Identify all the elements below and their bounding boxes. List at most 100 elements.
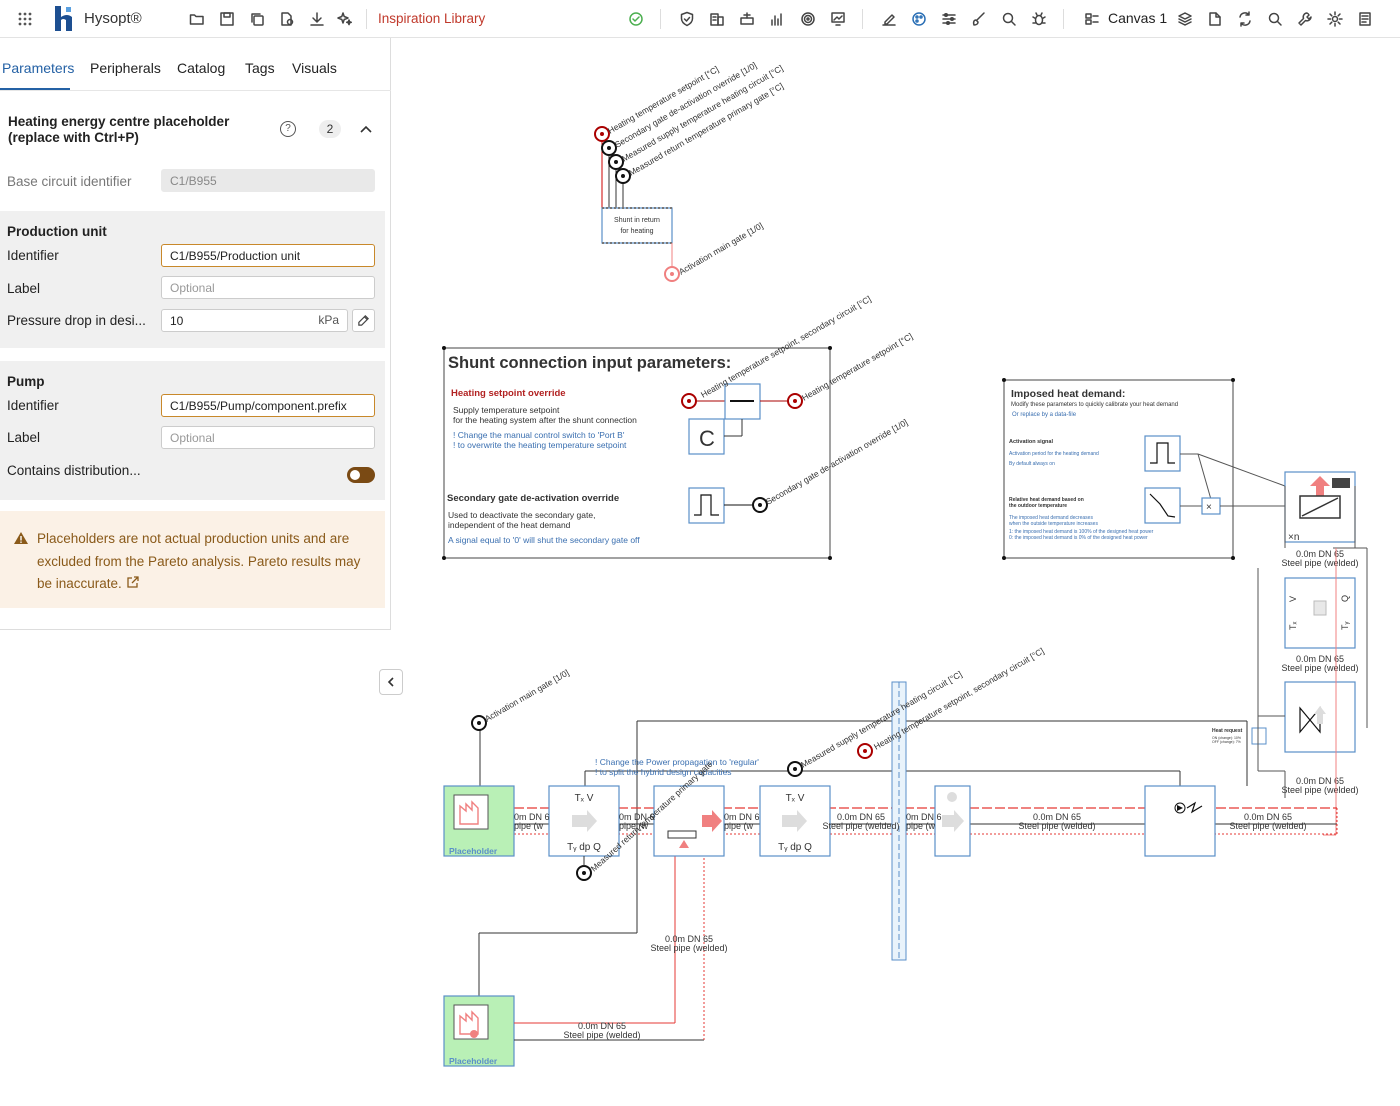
tab-peripherals[interactable]: Peripherals: [90, 60, 161, 76]
imposed-heat-demand-box[interactable]: Imposed heat demand: Modify these parame…: [1002, 378, 1286, 560]
notes-icon[interactable]: [1353, 7, 1377, 31]
pipe-label: Steel pipe (welded): [822, 821, 899, 831]
svg-text:Tₓ V: Tₓ V: [575, 793, 594, 804]
external-link-icon[interactable]: [126, 574, 139, 588]
production-label-input[interactable]: Optional: [161, 276, 375, 299]
valve-block[interactable]: Heat request ON (change): 10% OFF (chang…: [1212, 681, 1356, 753]
signal-label: Activation main gate [1/0]: [483, 667, 571, 723]
copy-icon[interactable]: [245, 7, 269, 31]
inspiration-library-link[interactable]: Inspiration Library: [378, 11, 486, 26]
edit-icon[interactable]: [877, 7, 901, 31]
pump-block[interactable]: [934, 785, 971, 857]
note-text: Used to deactivate the secondary gate,: [448, 510, 595, 520]
shunt-return-block[interactable]: Shunt in return for heating: [601, 207, 673, 244]
pipe-label: Steel pipe (welded): [1281, 663, 1358, 673]
top-signal-group[interactable]: Heating temperature setpoint [°C] Second…: [594, 60, 785, 210]
note-text: ! to overwrite the heating temperature s…: [453, 440, 627, 450]
target-icon[interactable]: [796, 7, 820, 31]
help-icon[interactable]: ?: [280, 121, 296, 137]
shunt-params-box[interactable]: Shunt connection input parameters: Heati…: [442, 294, 914, 560]
open-folder-icon[interactable]: [185, 7, 209, 31]
diagram-canvas[interactable]: Heating temperature setpoint [°C] Second…: [392, 38, 1400, 1106]
note-text: Modify these parameters to quickly calib…: [1011, 402, 1178, 408]
tab-visuals[interactable]: Visuals: [292, 60, 337, 76]
apps-grid-icon[interactable]: [13, 7, 37, 31]
pipe-label: Steel pipe (welded): [563, 1030, 640, 1040]
sensor-block-2[interactable]: Tₓ V Tᵧ dp Q: [759, 785, 831, 857]
heat-demand-block[interactable]: ×n: [1284, 471, 1356, 543]
search-icon[interactable]: [1263, 7, 1287, 31]
chevron-up-icon[interactable]: [359, 122, 373, 134]
layers-icon[interactable]: [1173, 7, 1197, 31]
contains-distribution-label: Contains distribution...: [7, 463, 141, 478]
pressure-drop-input[interactable]: 10 kPa: [161, 309, 348, 332]
note-text: By default always on: [1009, 461, 1055, 467]
note-text: Activation period for the heating demand: [1009, 451, 1099, 457]
building-icon[interactable]: [705, 7, 729, 31]
sliders-icon[interactable]: [937, 7, 961, 31]
tab-catalog[interactable]: Catalog: [177, 60, 226, 76]
contains-distribution-toggle[interactable]: [347, 467, 375, 483]
pipe-label: 0.0m DN 65: [1296, 654, 1344, 664]
monitor-chart-icon[interactable]: [826, 7, 850, 31]
canvas-name[interactable]: Canvas 1: [1108, 10, 1168, 26]
save-icon[interactable]: [215, 7, 239, 31]
pipe-label: 0.0m DN 65: [1296, 776, 1344, 786]
production-label-label: Label: [7, 281, 41, 296]
sensor-block[interactable]: Tₓ V Tᵧ dp Q: [548, 785, 620, 857]
heat-request-sub: OFF (change): 7%: [1212, 740, 1241, 744]
download-icon[interactable]: [305, 7, 329, 31]
pipe-label: Steel pipe (welded): [1229, 821, 1306, 831]
pipe-label: 0.0m DN 65: [837, 812, 885, 822]
heat-request-sub: ON (change): 10%: [1212, 736, 1241, 740]
palette-icon[interactable]: [907, 7, 931, 31]
file-icon[interactable]: [1203, 7, 1227, 31]
svg-text:Tᵧ: Tᵧ: [1340, 622, 1350, 630]
divider: [660, 9, 661, 29]
pipe-label: pipe (w: [724, 821, 754, 831]
pipe-label: Steel pipe (welded): [1281, 785, 1358, 795]
check-circle-icon[interactable]: [624, 7, 648, 31]
shunt-valve-block[interactable]: [653, 785, 725, 857]
pipe-label: 0m DN 6: [906, 812, 942, 822]
placeholder-production-unit-2[interactable]: Placeholder: [443, 995, 515, 1067]
pipe-label: 0.0m DN 65: [1244, 812, 1292, 822]
pump-identifier-input[interactable]: C1/B955/Pump/component.prefix: [161, 394, 375, 417]
signal-label: Measured supply temperature heating circ…: [799, 669, 964, 770]
edit-value-button[interactable]: [352, 309, 375, 332]
note-text: 1: the imposed heat demand is 100% of th…: [1009, 529, 1154, 535]
bug-icon[interactable]: [1027, 7, 1051, 31]
network-icon[interactable]: [735, 7, 759, 31]
heating-override-title: Heating setpoint override: [451, 388, 566, 399]
wrench-icon[interactable]: [1293, 7, 1317, 31]
section-title: Heating energy centre placeholder (repla…: [8, 114, 230, 145]
pipe-label: 0.0m DN 65: [665, 934, 713, 944]
brush-icon[interactable]: [967, 7, 991, 31]
pipe-label: 0m DN 6: [619, 812, 655, 822]
shield-check-icon[interactable]: [675, 7, 699, 31]
refresh-icon[interactable]: [1233, 7, 1257, 31]
pump-label-input[interactable]: Optional: [161, 426, 375, 449]
pump-title: Pump: [7, 374, 45, 389]
section-header[interactable]: Heating energy centre placeholder (repla…: [0, 104, 391, 163]
tab-parameters[interactable]: Parameters: [2, 60, 75, 76]
gear-icon[interactable]: [1323, 7, 1347, 31]
note-text: 0: the imposed heat demand is 0% of the …: [1009, 535, 1148, 541]
canvas-icon[interactable]: [1080, 7, 1104, 31]
collapse-panel-button[interactable]: [379, 669, 403, 695]
zoom-icon[interactable]: [997, 7, 1021, 31]
heat-exchanger-block[interactable]: [1144, 785, 1216, 857]
sparkle-icon[interactable]: [333, 7, 357, 31]
note-text: for the heating system after the shunt c…: [453, 415, 637, 425]
pump-identifier-label: Identifier: [7, 398, 59, 413]
pipe-label: pipe (w: [906, 821, 936, 831]
production-identifier-input[interactable]: C1/B955/Production unit: [161, 244, 375, 267]
svg-text:Tₓ V: Tₓ V: [786, 793, 805, 804]
placeholder-production-unit[interactable]: Placeholder: [443, 785, 515, 857]
tab-tags[interactable]: Tags: [245, 60, 275, 76]
shunt-params-title: Shunt connection input parameters:: [448, 354, 731, 372]
document-check-icon[interactable]: [275, 7, 299, 31]
hysopt-logo: [53, 6, 77, 31]
sensor-block-vertical[interactable]: V Q Tₓ Tᵧ: [1284, 577, 1356, 649]
chart-icon[interactable]: [765, 7, 789, 31]
